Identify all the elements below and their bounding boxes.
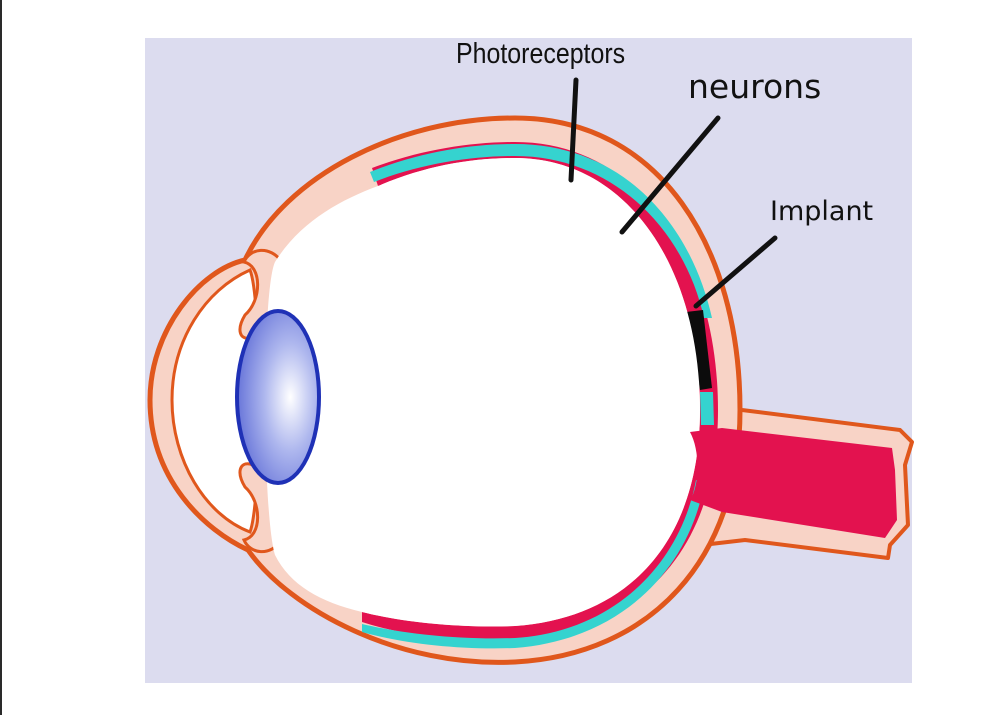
pointer-neurons xyxy=(619,115,721,235)
neurons-label: neurons xyxy=(688,67,822,106)
left-border-line xyxy=(0,0,2,715)
pointer-photoreceptors xyxy=(568,77,579,183)
optic-nerve xyxy=(690,428,897,538)
photoreceptor-layer-disc xyxy=(700,392,714,425)
implant-label: Implant xyxy=(770,196,874,227)
photoreceptor-layer-upper xyxy=(370,144,712,318)
pointer-implant xyxy=(693,235,778,309)
vitreous-body xyxy=(265,158,700,627)
retinal-implant xyxy=(686,310,712,390)
lens xyxy=(235,309,321,485)
photoreceptors-label: Photoreceptors xyxy=(456,38,626,70)
photoreceptor-layer-lower xyxy=(362,480,705,649)
